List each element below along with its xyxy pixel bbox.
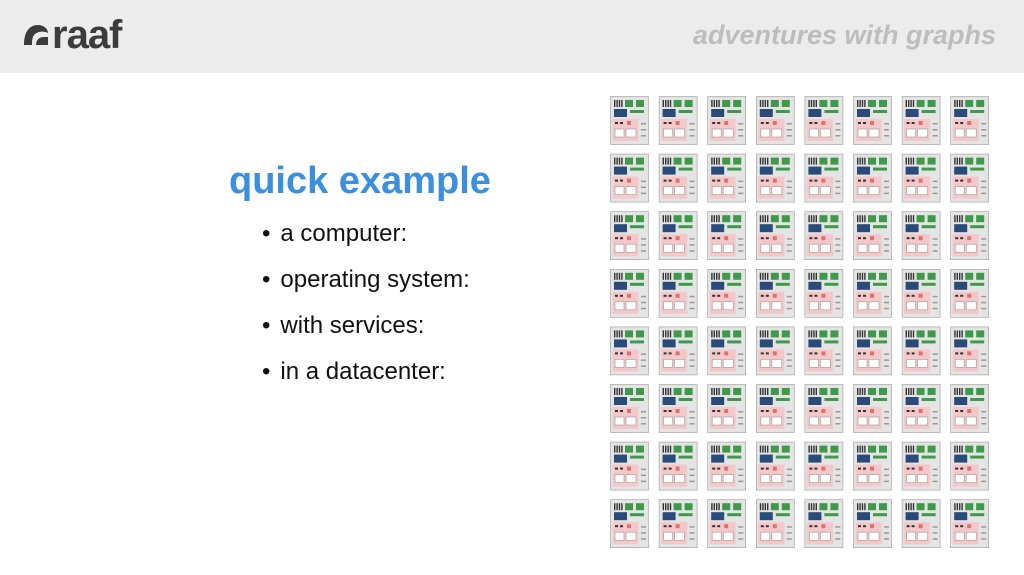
- computer-board-icon: [950, 96, 990, 145]
- computer-board-icon: [901, 384, 941, 433]
- computer-board-icon: [610, 499, 649, 549]
- computer-board-icon: [901, 153, 941, 203]
- computer-board-icon: [950, 153, 990, 203]
- logo-text: raaf: [52, 13, 122, 57]
- tagline: adventures with graphs: [692, 20, 996, 50]
- computer-board-icon: [853, 441, 892, 491]
- computer-board-icon: [804, 96, 844, 145]
- computer-board-icon: [901, 211, 941, 260]
- computer-board-icon: [707, 326, 746, 376]
- header-bar: raaf adventures with graphs: [0, 0, 1024, 73]
- computer-board-icon: [853, 269, 892, 318]
- computer-board-icon: [658, 499, 698, 549]
- computer-board-icon: [756, 153, 795, 203]
- computer-board-icon: [707, 153, 746, 203]
- computer-board-icon: [901, 499, 941, 549]
- computer-board-icon: [950, 441, 990, 491]
- computer-board-icon: [658, 441, 698, 491]
- computer-board-icon: [756, 326, 795, 376]
- computer-board-icon: [610, 211, 649, 260]
- bullet-item: operating system:: [262, 262, 469, 308]
- computer-board-icon: [658, 96, 698, 145]
- logo-mark-icon: [24, 25, 48, 45]
- computer-board-icon: [804, 384, 844, 433]
- logo: raaf: [22, 13, 122, 57]
- computer-board-icon: [950, 211, 990, 260]
- computer-board-icon: [707, 384, 746, 433]
- bullet-list: a computer: operating system: with servi…: [262, 216, 470, 400]
- computer-grid: [610, 96, 990, 549]
- bullet-item: with services:: [262, 308, 470, 354]
- bullet-item: in a datacenter:: [262, 354, 470, 400]
- computer-board-icon: [756, 441, 795, 491]
- computer-board-icon: [804, 153, 844, 203]
- computer-board-icon: [610, 441, 649, 491]
- computer-board-icon: [804, 269, 844, 318]
- computer-board-icon: [756, 384, 795, 433]
- bullet-item: a computer:: [262, 216, 470, 262]
- computer-board-icon: [658, 326, 698, 376]
- computer-board-icon: [950, 269, 990, 318]
- computer-board-icon: [901, 441, 941, 491]
- computer-board-icon: [707, 269, 746, 318]
- computer-board-icon: [756, 269, 795, 318]
- computer-board-icon: [901, 96, 941, 145]
- computer-board-icon: [804, 326, 844, 376]
- computer-board-icon: [853, 499, 892, 549]
- computer-board-icon: [610, 269, 649, 318]
- computer-board-icon: [707, 211, 746, 260]
- computer-board-icon: [901, 269, 941, 318]
- computer-board-icon: [804, 499, 844, 549]
- computer-board-icon: [658, 153, 698, 203]
- computer-board-icon: [950, 326, 990, 376]
- computer-board-icon: [658, 269, 698, 318]
- computer-board-icon: [658, 384, 698, 433]
- computer-board-icon: [853, 211, 892, 260]
- computer-board-icon: [950, 384, 990, 433]
- computer-board-icon: [853, 384, 892, 433]
- slide-title: quick example: [229, 160, 491, 202]
- computer-board-icon: [756, 96, 795, 145]
- computer-board-icon: [610, 384, 649, 433]
- computer-board-icon: [707, 441, 746, 491]
- computer-board-icon: [853, 96, 892, 145]
- computer-board-icon: [610, 153, 649, 203]
- computer-board-icon: [950, 499, 990, 549]
- computer-board-icon: [707, 96, 746, 145]
- computer-board-icon: [756, 211, 795, 260]
- computer-board-icon: [707, 499, 746, 549]
- computer-board-icon: [804, 211, 844, 260]
- computer-board-icon: [756, 499, 795, 549]
- computer-board-icon: [853, 153, 892, 203]
- computer-board-icon: [610, 326, 649, 376]
- computer-board-icon: [901, 326, 941, 376]
- computer-board-icon: [658, 211, 698, 260]
- computer-board-icon: [804, 441, 844, 491]
- computer-board-icon: [853, 326, 892, 376]
- computer-board-icon: [610, 96, 649, 145]
